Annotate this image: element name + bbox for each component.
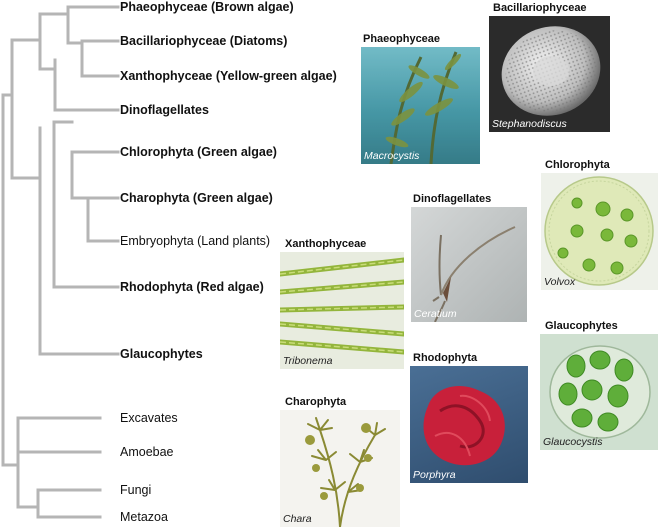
photo-chara: Chara [280, 410, 400, 527]
photo-title-bacillariophyceae: Bacillariophyceae [493, 2, 587, 14]
photo-title-charophyta: Charophyta [285, 396, 347, 408]
diatom-illustration [501, 26, 601, 116]
photo-caption-volvox: Volvox [544, 276, 576, 288]
taxon-label-excavates: Excavates [120, 411, 178, 425]
kelp-illustration [361, 47, 480, 164]
photo-title-xanthophyceae: Xanthophyceae [285, 238, 367, 250]
photo-tribonema: Tribonema [280, 252, 404, 369]
photo-macrocystis: Macrocystis [361, 47, 480, 164]
taxon-label-embryophyta: Embryophyta (Land plants) [120, 234, 271, 248]
taxon-label-amoebae: Amoebae [120, 445, 174, 459]
taxon-label-dinoflagellates: Dinoflagellates [120, 103, 209, 117]
taxon-label-phaeophyceae: Phaeophyceae (Brown algae) [120, 0, 294, 14]
photo-porphyra: Porphyra [410, 366, 528, 483]
photo-caption-stephanodiscus: Stephanodiscus [492, 118, 567, 130]
photo-caption-chara: Chara [283, 513, 312, 525]
photo-caption-tribonema: Tribonema [283, 355, 333, 367]
taxon-label-charophyta: Charophyta (Green algae) [120, 191, 273, 205]
tribonema-illustration [280, 257, 404, 355]
photo-caption-ceratium: Ceratium [414, 308, 457, 320]
photo-volvox: Volvox [541, 173, 658, 290]
photo-caption-glaucocystis: Glaucocystis [543, 436, 603, 448]
photo-title-rhodophyta: Rhodophyta [413, 352, 478, 364]
taxon-label-glaucophytes: Glaucophytes [120, 347, 203, 361]
photo-stephanodiscus: Stephanodiscus [489, 16, 610, 132]
photo-title-glaucophytes: Glaucophytes [545, 320, 618, 332]
porphyra-illustration [423, 386, 505, 466]
ceratium-illustration [432, 226, 516, 322]
taxon-label-xanthophyceae: Xanthophyceae (Yellow-green algae) [120, 69, 337, 83]
taxon-label-rhodophyta: Rhodophyta (Red algae) [120, 280, 264, 294]
photo-title-dinoflagellates: Dinoflagellates [413, 193, 492, 205]
photo-caption-macrocystis: Macrocystis [364, 150, 420, 162]
volvox-illustration [544, 176, 654, 286]
taxon-label-chlorophyta: Chlorophyta (Green algae) [120, 145, 277, 159]
photo-ceratium: Ceratium [411, 207, 527, 322]
glaucocystis-illustration [549, 345, 651, 439]
taxon-label-metazoa: Metazoa [120, 510, 168, 524]
taxon-label-fungi: Fungi [120, 483, 152, 497]
photo-title-chlorophyta: Chlorophyta [545, 159, 610, 171]
photo-caption-porphyra: Porphyra [413, 469, 456, 481]
chara-illustration [305, 417, 386, 527]
photo-title-phaeophyceae: Phaeophyceae [363, 33, 441, 45]
photo-glaucocystis: Glaucocystis [540, 334, 658, 450]
taxon-label-bacillariophyceae: Bacillariophyceae (Diatoms) [120, 34, 288, 48]
